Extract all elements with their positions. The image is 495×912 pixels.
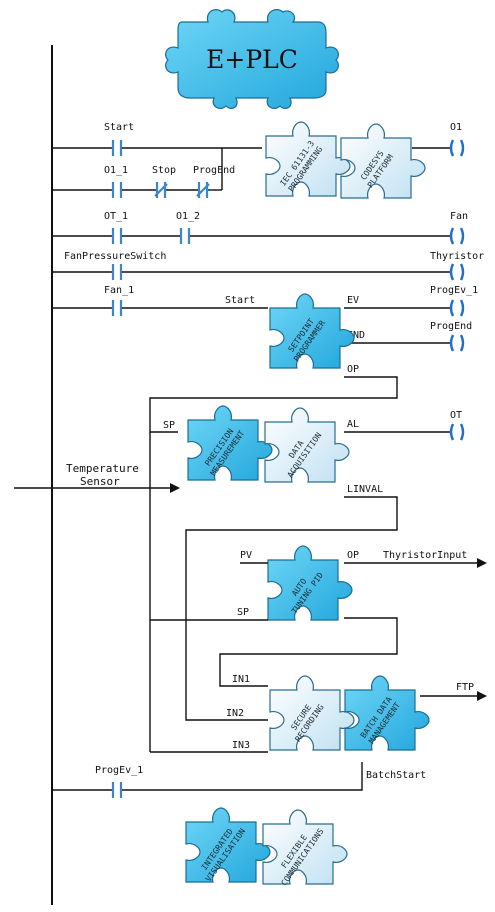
label-thyristor: Thyristor [430,251,484,262]
label-sp-pid: SP [237,607,249,618]
label-o1-2: O1_2 [176,211,200,222]
contact-start [111,140,123,156]
label-pv: PV [240,550,252,561]
label-al: AL [347,419,359,430]
coil-progend [449,334,455,352]
puzzle-batch-data: BATCH DATA MANAGEMENT [344,675,430,751]
puzzle-iec-61131: IEC 61131-3 PROGRAMMING [265,121,351,197]
label-sensor: Sensor [80,475,120,488]
label-op: OP [347,364,359,375]
label-sp: SP [163,420,175,431]
label-progend-out: ProgEnd [430,321,472,332]
label-o1-1: O1_1 [104,165,128,176]
label-batchstart: BatchStart [366,770,426,781]
label-fanpressureswitch: FanPressureSwitch [64,251,166,262]
label-ot-1: OT_1 [104,211,128,222]
coil-thyristor [449,263,455,281]
label-ot: OT [450,410,462,421]
puzzle-precision-measurement: PRECISION MEASUREMENT [187,405,273,481]
puzzle-secure-recording: SECURE RECORDING [269,675,355,751]
label-end: END [347,330,365,341]
contact-progend [196,182,210,198]
label-in1: IN1 [232,674,250,685]
puzzle-auto-tuning-pid: AUTO TUNING PID [267,545,353,621]
label-o1: O1 [450,122,462,133]
label-in2: IN2 [226,708,244,719]
puzzle-flexible-communications: FLEXIBLE COMMUNICATIONS [262,809,348,887]
page-title: E+PLC [206,45,298,74]
label-temperature: Temperature [66,462,139,475]
label-linval: LINVAL [347,484,383,495]
label-start: Start [104,122,134,133]
coil-progev-1 [449,299,455,317]
label-progend: ProgEnd [193,165,235,176]
label-ftp: FTP [456,682,474,693]
label-in3: IN3 [232,740,250,751]
coil-o1 [449,139,465,157]
puzzle-setpoint: SETPOINT PROGRAMMER [269,293,355,369]
label-fan-1: Fan_1 [104,285,134,296]
contact-stop [154,182,168,198]
label-ev: EV [347,295,359,306]
coil-fan [449,227,455,245]
puzzle-data-acquisition: DATA ACQUISITION [264,407,350,483]
label-progev-1: ProgEv_1 [430,285,478,296]
label-thyristorinput: ThyristorInput [383,550,467,561]
puzzle-codesys: CODESYS PLATFORM [340,123,426,199]
label-fan: Fan [450,211,468,222]
label-stop: Stop [152,165,176,176]
puzzle-integrated-visualisation: INTEGRATED VISUALISATION [185,807,271,883]
label-progev-1-bottom: ProgEv_1 [95,765,143,776]
title-puzzle: E+PLC [165,9,339,110]
label-start-input: Start [225,295,255,306]
coil-ot [449,423,455,441]
label-op-pid: OP [347,550,359,561]
